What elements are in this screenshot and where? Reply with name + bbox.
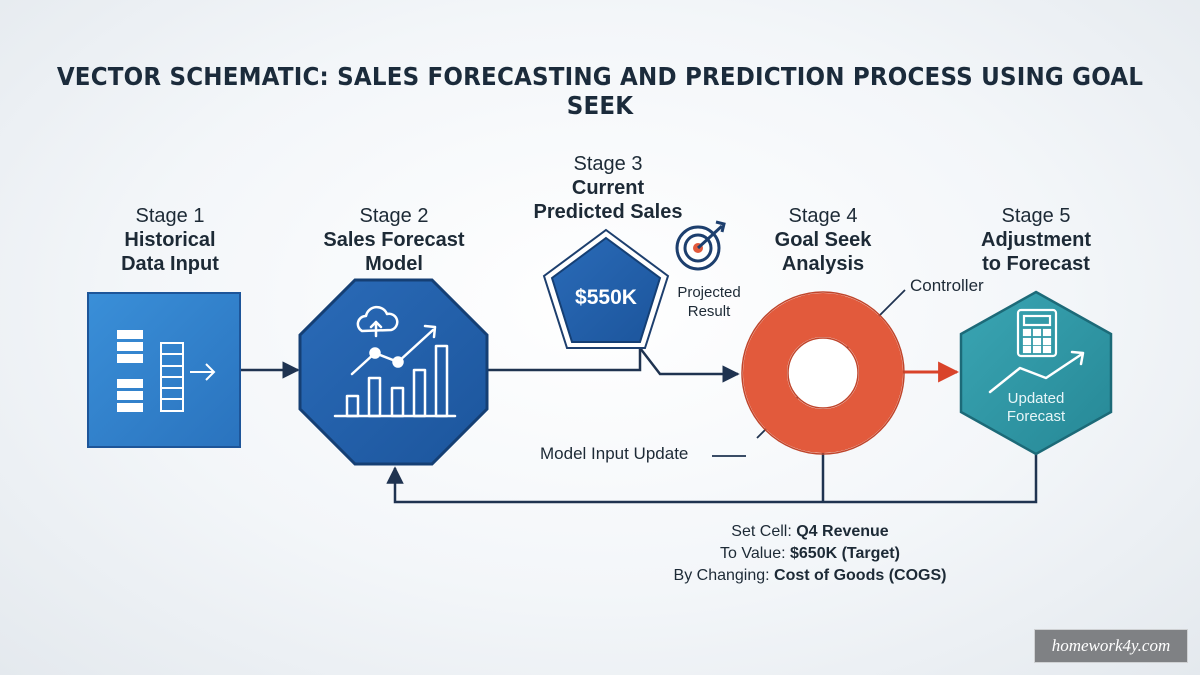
arrow-stage3-to-stage4 <box>639 347 740 383</box>
stage2-number: Stage 2 <box>359 205 429 227</box>
controller-label: Controller <box>910 276 984 295</box>
set-cell-row: Set Cell: Q4 Revenue <box>600 521 1020 543</box>
stage4-label: Stage 4 Goal Seek Analysis <box>713 204 933 276</box>
set-cell-value: Q4 Revenue <box>796 523 889 540</box>
stage3-name-line2: Predicted Sales <box>533 201 683 223</box>
by-changing-value: Cost of Goods (COGS) <box>774 567 947 584</box>
updated-forecast-line1: Updated <box>1007 390 1065 407</box>
stage2-name-line2: Model <box>365 253 423 275</box>
target-icon <box>675 220 726 271</box>
watermark: homework4y.com <box>1034 629 1188 663</box>
to-value-label: To Value: <box>720 545 786 562</box>
projected-result-line2: Result <box>687 303 731 320</box>
stage5-name-line2: to Forecast <box>982 253 1090 275</box>
stage1-label: Stage 1 Historical Data Input <box>60 204 280 276</box>
chart-cloud-icon <box>333 305 457 418</box>
stage3-number: Stage 3 <box>573 153 643 175</box>
table-icon <box>117 330 216 412</box>
stage4-ring <box>741 291 905 455</box>
goal-seek-parameters: Set Cell: Q4 Revenue To Value: $650K (Ta… <box>600 521 1020 587</box>
predicted-sales-value: $550K <box>575 286 637 309</box>
to-value-row: To Value: $650K (Target) <box>600 543 1020 565</box>
by-changing-label: By Changing: <box>673 567 770 584</box>
stage2-octagon <box>298 278 489 466</box>
set-cell-label: Set Cell: <box>731 523 792 540</box>
stage2-name-line1: Sales Forecast <box>323 229 465 251</box>
stage3-pentagon <box>542 220 726 349</box>
trend-arrow-icon <box>988 350 1085 394</box>
connector-stage2-to-stage3 <box>487 348 642 372</box>
stage4-name-line1: Goal Seek <box>774 229 872 251</box>
updated-forecast-line2: Forecast <box>1006 408 1066 425</box>
stage3-name-line1: Current <box>571 177 645 199</box>
to-value-value: $650K (Target) <box>790 545 900 562</box>
stage5-hexagon <box>959 290 1113 456</box>
stage5-name-line1: Adjustment <box>981 229 1091 251</box>
calculator-icon <box>1016 308 1058 358</box>
stage1-name-line1: Historical <box>124 229 216 251</box>
diagram-title: VECTOR SCHEMATIC: SALES FORECASTING AND … <box>56 62 1144 120</box>
feedback-loop-arrow <box>386 453 1038 504</box>
stage5-number: Stage 5 <box>1001 205 1071 227</box>
stage3-label: Stage 3 Current Predicted Sales <box>498 152 718 224</box>
stage4-number: Stage 4 <box>788 205 858 227</box>
stage5-label: Stage 5 Adjustment to Forecast <box>926 204 1146 276</box>
stage1-box <box>87 292 241 448</box>
stage1-name-line2: Data Input <box>121 253 219 275</box>
projected-result-note: Projected Result <box>664 283 754 321</box>
by-changing-row: By Changing: Cost of Goods (COGS) <box>600 565 1020 587</box>
stage4-name-line2: Analysis <box>781 253 865 275</box>
model-input-update-label: Model Input Update <box>540 444 689 463</box>
updated-forecast-text: Updated Forecast <box>986 390 1086 426</box>
projected-result-line1: Projected <box>677 284 741 301</box>
stage1-number: Stage 1 <box>135 205 205 227</box>
stage2-label: Stage 2 Sales Forecast Model <box>284 204 504 276</box>
